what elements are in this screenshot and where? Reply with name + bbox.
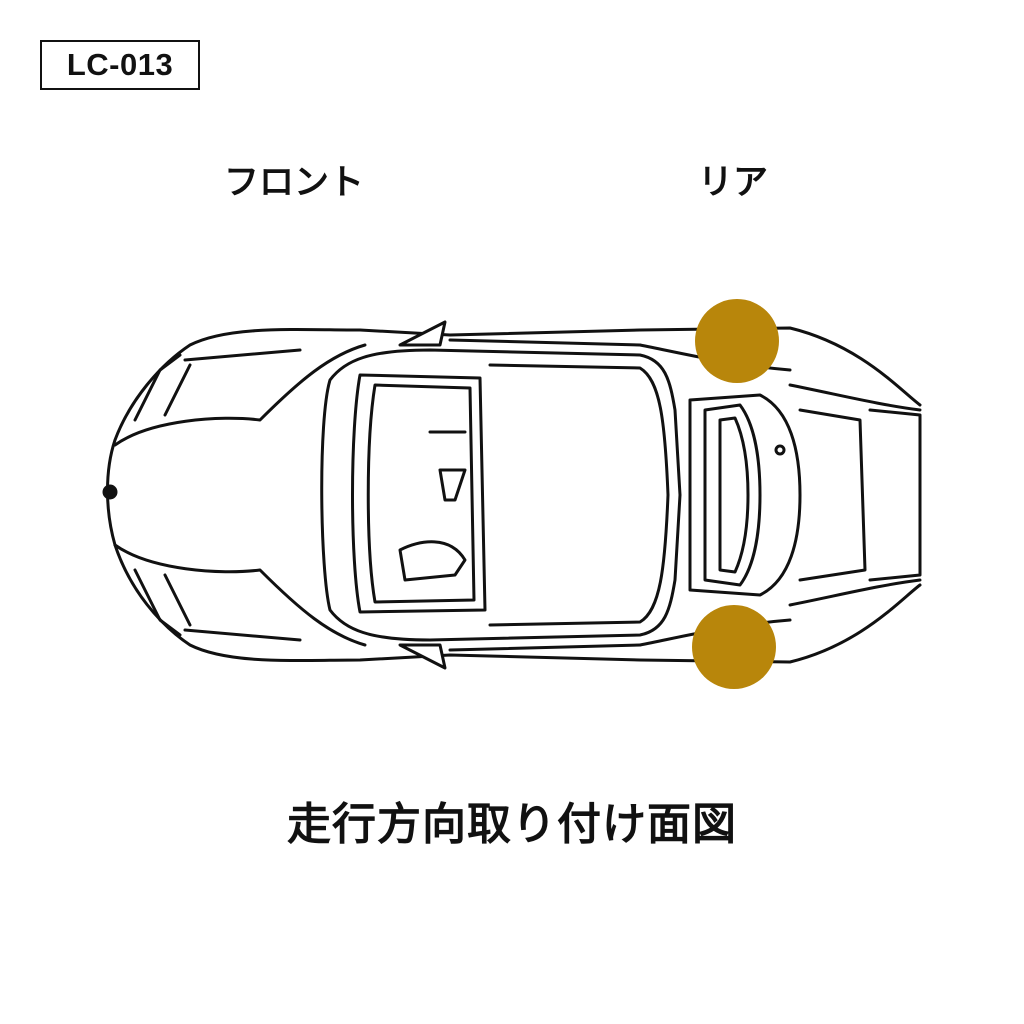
right-mirror <box>398 643 447 670</box>
windshield <box>351 373 487 614</box>
rear-right-mount-marker <box>692 605 776 689</box>
rear-window <box>688 393 802 597</box>
cabin-outline <box>320 348 682 642</box>
rear-label: リア <box>698 163 769 203</box>
product-code-box: LC-013 <box>40 40 200 90</box>
front-label: フロント <box>224 163 365 203</box>
caption: 走行方向取り付け面図 <box>287 799 737 850</box>
product-code: LC-013 <box>66 47 174 82</box>
left-mirror <box>398 320 447 347</box>
rear-left-mount-marker <box>695 299 779 383</box>
hood-lines <box>113 343 367 447</box>
